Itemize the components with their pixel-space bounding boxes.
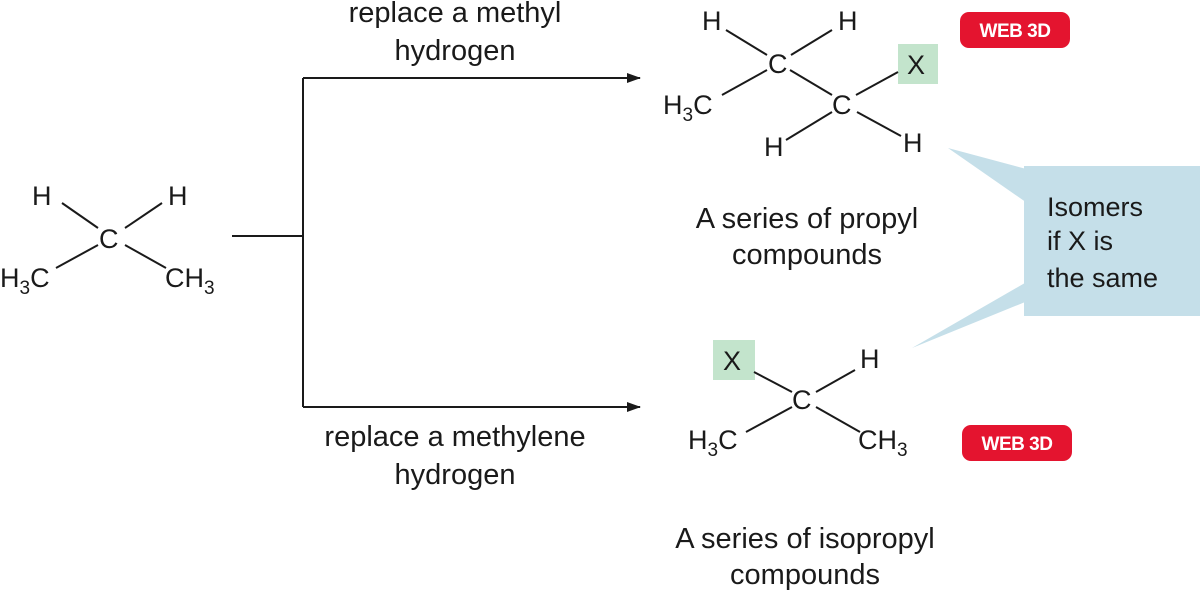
bond: [856, 111, 902, 137]
callout-box: [1024, 166, 1200, 316]
bond: [790, 29, 833, 56]
top-path-label-line1: replace a methyl: [349, 0, 562, 29]
bond: [725, 29, 768, 56]
reactant-h-right: H: [168, 181, 188, 211]
propyl-c1: C: [768, 49, 788, 79]
bond: [815, 369, 856, 393]
isopropyl-c-center: C: [792, 385, 812, 415]
bond: [855, 71, 899, 96]
web3d-badge-isopropyl[interactable]: WEB 3D: [962, 425, 1072, 461]
callout-line1: Isomers: [1047, 192, 1143, 222]
bond: [61, 202, 99, 229]
bottom-path-label-line2: hydrogen: [395, 459, 516, 491]
callout-pointer: [912, 148, 1030, 348]
bond: [55, 244, 99, 269]
callout-line3: the same: [1047, 263, 1158, 293]
isopropyl-product: X H C H3C CH3 A series of isopropyl comp…: [675, 340, 935, 591]
isopropyl-h3c-group: H3C: [688, 425, 738, 461]
top-path-label-line2: hydrogen: [395, 35, 516, 67]
bond: [789, 69, 833, 96]
x-substituent-highlight: [713, 340, 755, 380]
isopropyl-x: X: [723, 346, 741, 376]
propyl-product: H H C X C H3C H H A series of propyl com…: [663, 6, 938, 271]
propyl-h-bottom-left: H: [764, 132, 784, 162]
bond: [721, 69, 768, 96]
reactant-h3c-group: H3C: [0, 263, 50, 299]
reactant-ch3-group: CH3: [165, 263, 215, 299]
x-substituent-highlight: [898, 44, 938, 84]
badge-background: [960, 12, 1070, 48]
bond: [124, 202, 163, 229]
badge-background: [962, 425, 1072, 461]
isopropyl-h-right: H: [860, 344, 880, 374]
propyl-x: X: [907, 50, 925, 80]
badge-label: WEB 3D: [980, 21, 1051, 42]
propyl-caption-line1: A series of propyl: [696, 203, 918, 235]
isopropyl-caption-line1: A series of isopropyl: [675, 523, 935, 555]
bond: [745, 406, 793, 433]
reactant-c-center: C: [99, 224, 119, 254]
web3d-badge-propyl[interactable]: WEB 3D: [960, 12, 1070, 48]
propyl-h-bottom-right: H: [903, 128, 923, 158]
isopropyl-ch3-group: CH3: [858, 425, 908, 461]
bond: [124, 244, 167, 269]
reactant-propane: H H C H3C CH3: [0, 181, 215, 299]
propyl-c2: C: [832, 90, 852, 120]
isomers-callout: Isomers if X is the same: [912, 148, 1200, 348]
propyl-h3c-group: H3C: [663, 90, 713, 126]
bottom-path-label-line1: replace a methylene: [324, 421, 585, 453]
bond: [815, 406, 861, 433]
isopropyl-caption-line2: compounds: [730, 559, 880, 591]
branch-arrows: [232, 73, 641, 412]
bond: [785, 111, 833, 141]
reactant-h-left: H: [32, 181, 52, 211]
propyl-caption-line2: compounds: [732, 239, 882, 271]
bond: [753, 371, 793, 393]
propyl-h-top-right: H: [838, 6, 858, 36]
badge-label: WEB 3D: [982, 434, 1053, 455]
propyl-h-top-left: H: [702, 6, 722, 36]
callout-line2: if X is: [1047, 226, 1113, 256]
